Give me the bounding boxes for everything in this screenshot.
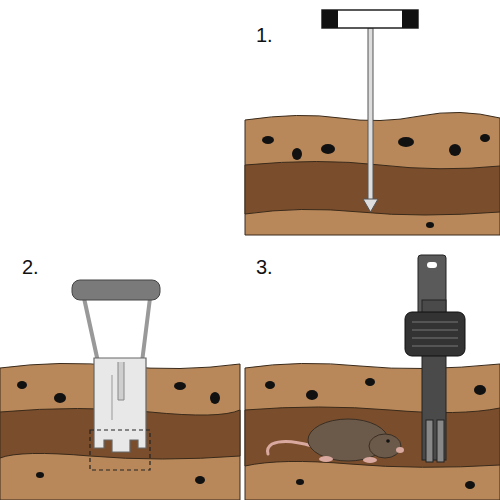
digging-tool: [72, 280, 160, 470]
mole-trap: [405, 255, 465, 462]
soil-probe: [322, 10, 418, 212]
callout-number: 1.: [256, 24, 273, 46]
soil-section-3: [245, 363, 500, 500]
callout-number: 3.: [256, 256, 273, 278]
callout-number: 2.: [22, 256, 39, 278]
mole: [268, 419, 405, 463]
